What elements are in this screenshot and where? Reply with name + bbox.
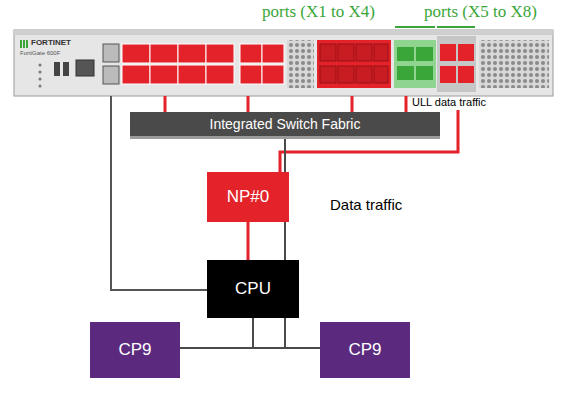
node-text: CP9 bbox=[118, 340, 151, 360]
connector bbox=[247, 222, 250, 260]
port-label: ports (X1 to X4) bbox=[262, 2, 375, 22]
connector bbox=[180, 318, 253, 348]
node-text: CP9 bbox=[348, 340, 381, 360]
node-text: NP#0 bbox=[227, 187, 270, 207]
port-label: ports (X5 to X8) bbox=[424, 2, 537, 22]
traffic-label: ULL data traffic bbox=[412, 96, 486, 108]
switch-fabric-band: Integrated Switch Fabric bbox=[130, 112, 440, 136]
cpu-box: CPU bbox=[207, 260, 299, 318]
network-processor-box: NP#0 bbox=[207, 172, 289, 222]
brand-label: FORTINET bbox=[31, 38, 71, 47]
node-text: CPU bbox=[235, 279, 271, 299]
traffic-label: Data traffic bbox=[330, 196, 402, 213]
node-text: Integrated Switch Fabric bbox=[210, 116, 361, 132]
model-label: FortiGate 600F bbox=[20, 50, 60, 56]
content-processor-box: CP9 bbox=[320, 322, 410, 378]
content-processor-box: CP9 bbox=[90, 322, 180, 378]
connector bbox=[253, 318, 320, 348]
